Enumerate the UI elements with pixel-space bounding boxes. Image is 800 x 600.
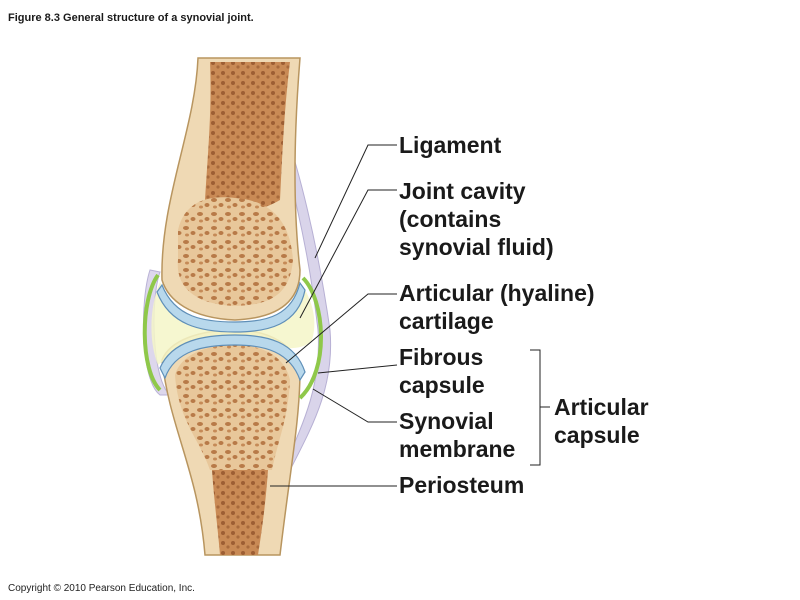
label-articular-capsule-line-2: capsule <box>554 422 640 448</box>
label-synovial-membrane: Synovial membrane <box>399 407 515 463</box>
lower-marrow-cavity <box>212 470 268 555</box>
label-joint-cavity: Joint cavity (contains synovial fluid) <box>399 177 554 261</box>
synovial-membrane-right <box>298 276 323 400</box>
label-periosteum: Periosteum <box>399 472 525 498</box>
leader-line-fibrous-capsule <box>317 364 398 374</box>
label-joint-cavity-line-3: synovial fluid) <box>399 234 554 260</box>
upper-marrow-cavity <box>205 62 290 212</box>
leader-line-articular-cartilage <box>285 293 397 364</box>
label-articular-capsule: Articular capsule <box>554 393 649 449</box>
leader-line-joint-cavity <box>299 189 397 319</box>
label-ligament: Ligament <box>399 132 502 158</box>
label-fibrous-capsule-line-1: Fibrous <box>399 344 484 370</box>
upper-spongy-bone <box>177 197 293 306</box>
label-joint-cavity-line-1: Joint cavity <box>399 178 526 204</box>
label-articular-capsule-line-1: Articular <box>554 394 649 420</box>
figure-caption: Figure 8.3 General structure of a synovi… <box>8 12 254 24</box>
label-articular-cartilage: Articular (hyaline) cartilage <box>399 279 595 335</box>
articular-capsule-bracket <box>530 349 541 466</box>
synovial-membrane-left <box>142 273 162 392</box>
lower-spongy-bone <box>175 345 290 470</box>
lower-articular-cartilage <box>159 334 306 382</box>
upper-articular-cartilage <box>156 281 306 333</box>
label-articular-cartilage-line-1: Articular (hyaline) <box>399 280 595 306</box>
label-synovial-membrane-line-1: Synovial <box>399 408 494 434</box>
leader-lines <box>270 144 550 487</box>
leader-line-synovial-membrane <box>312 388 397 423</box>
label-joint-cavity-line-2: (contains <box>399 206 502 232</box>
label-synovial-membrane-line-2: membrane <box>399 436 516 462</box>
label-fibrous-capsule-line-2: capsule <box>399 372 485 398</box>
label-articular-cartilage-line-2: cartilage <box>399 308 494 334</box>
label-fibrous-capsule: Fibrous capsule <box>399 343 485 399</box>
leader-line-ligament <box>314 144 397 259</box>
copyright-notice: Copyright © 2010 Pearson Education, Inc. <box>8 583 195 594</box>
